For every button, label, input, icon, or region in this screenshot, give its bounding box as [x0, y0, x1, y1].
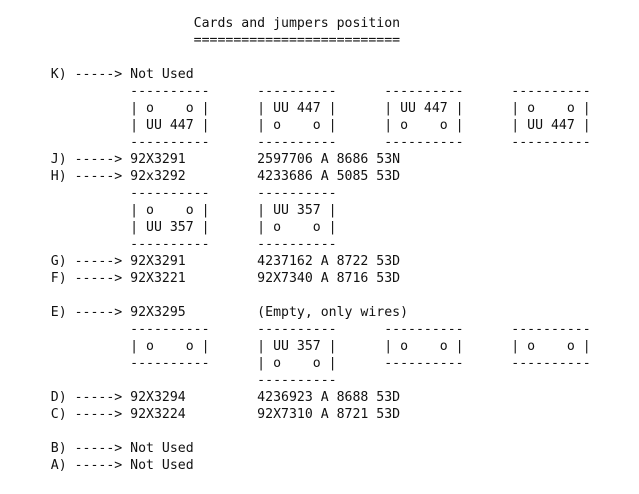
jumper-position-document: Cards and jumpers position =============…: [19, 15, 591, 474]
jumper-row-2-bottom-border: ---------- ----------: [19, 237, 337, 252]
jumper-row-3-line-1: | o o | | UU 357 | | o o | | o o |: [19, 339, 591, 354]
blank-line: [19, 423, 591, 440]
document-title: Cards and jumpers position: [19, 16, 401, 31]
blank-line: [19, 287, 591, 304]
slot-b-line: B) -----> Not Used: [19, 441, 194, 456]
slot-a-line: A) -----> Not Used: [19, 458, 194, 473]
jumper-row-2-line-2: | UU 357 | | o o |: [19, 220, 337, 235]
slot-f-line: F) -----> 92X3221 92X7340 A 8716 53D: [19, 271, 401, 286]
slot-k-line: K) -----> Not Used: [19, 67, 194, 82]
jumper-row-3-top-border: ---------- ---------- ---------- -------…: [19, 322, 591, 337]
slot-g-line: G) -----> 92X3291 4237162 A 8722 53D: [19, 254, 401, 269]
blank-line: [19, 49, 591, 66]
jumper-row-1-top-border: ---------- ---------- ---------- -------…: [19, 84, 591, 99]
title-underline: ==========================: [19, 33, 401, 48]
jumper-row-2-line-1: | o o | | UU 357 |: [19, 203, 337, 218]
slot-h-line: H) -----> 92x3292 4233686 A 5085 53D: [19, 169, 401, 184]
jumper-row-1-line-1: | o o | | UU 447 | | UU 447 | | o o |: [19, 101, 591, 116]
jumper-row-1-bottom-border: ---------- ---------- ---------- -------…: [19, 135, 591, 150]
jumper-row-3-bottom-border: ----------: [19, 373, 337, 388]
slot-c-line: C) -----> 92X3224 92X7310 A 8721 53D: [19, 407, 401, 422]
slot-j-line: J) -----> 92X3291 2597706 A 8686 53N: [19, 152, 401, 167]
jumper-row-3-line-2: ---------- | o o | ---------- ----------: [19, 356, 591, 371]
slot-d-line: D) -----> 92X3294 4236923 A 8688 53D: [19, 390, 401, 405]
slot-e-line: E) -----> 92X3295 (Empty, only wires): [19, 305, 409, 320]
jumper-row-2-top-border: ---------- ----------: [19, 186, 337, 201]
jumper-row-1-line-2: | UU 447 | | o o | | o o | | UU 447 |: [19, 118, 591, 133]
